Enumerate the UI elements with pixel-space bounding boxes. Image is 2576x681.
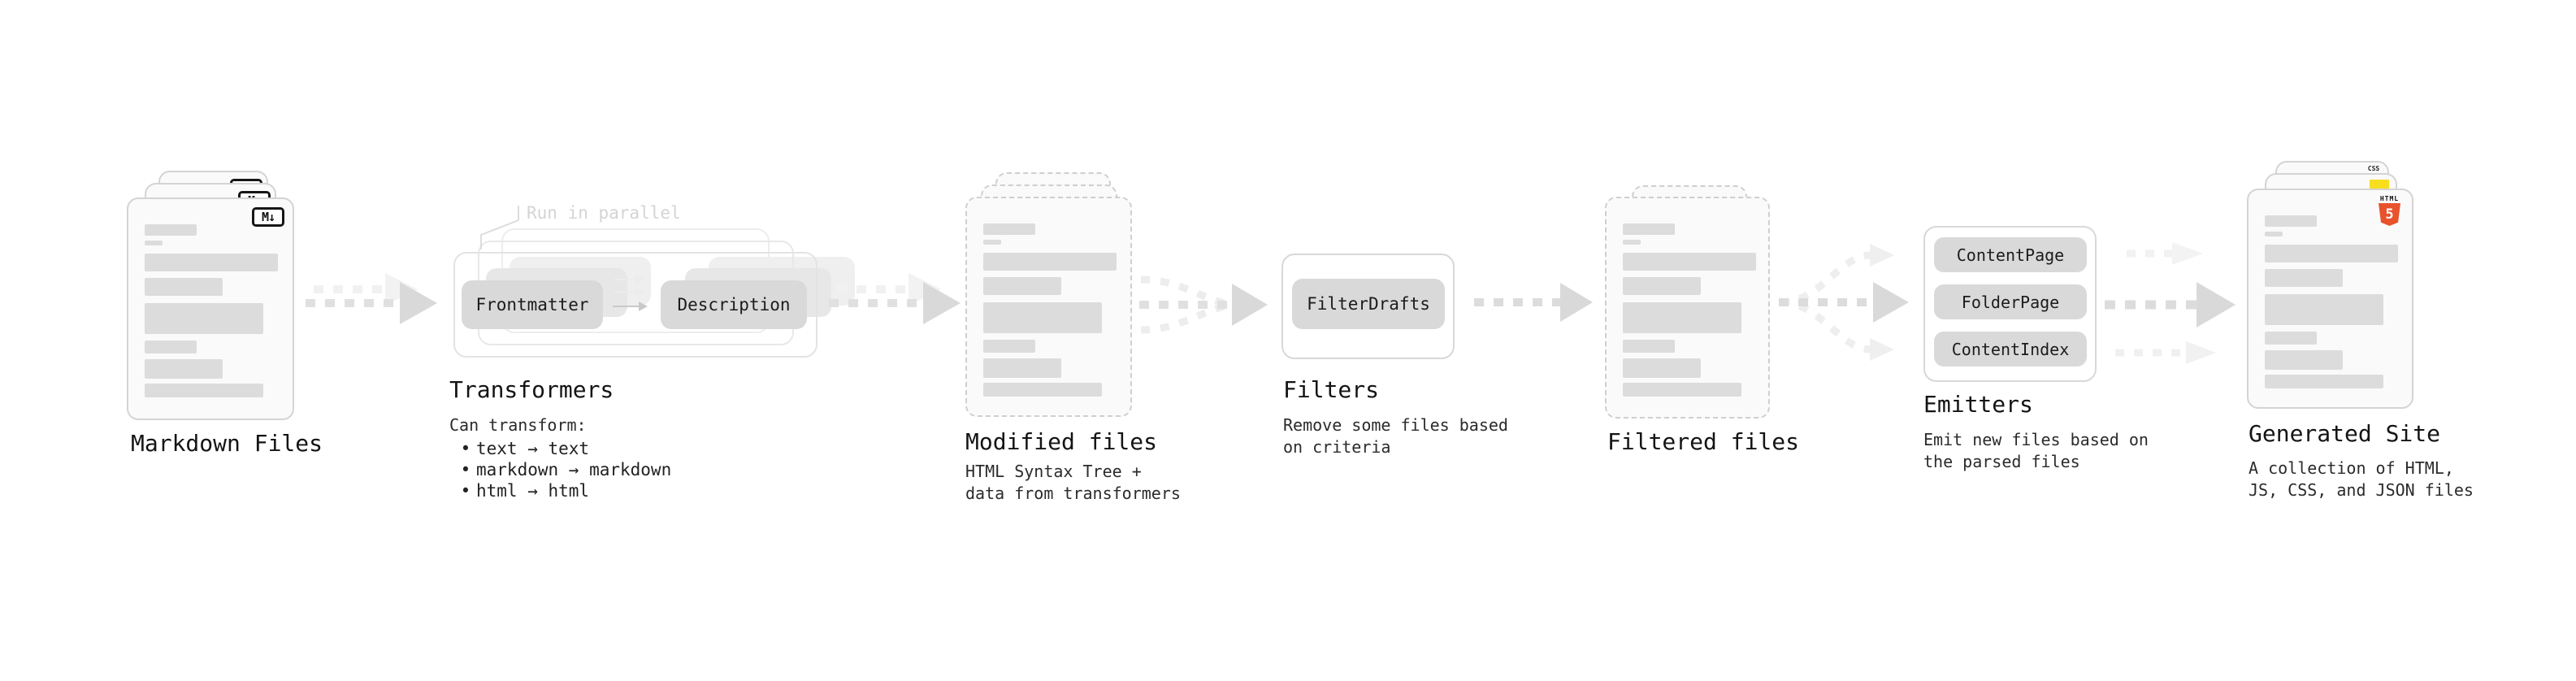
placeholder-line [2265, 245, 2398, 262]
placeholder-line [2265, 232, 2283, 236]
placeholder-line [2265, 215, 2317, 227]
placeholder-line [983, 240, 1001, 245]
generated-caption: A collection of HTML, JS, CSS, and JSON … [2249, 458, 2474, 500]
placeholder-line [1623, 277, 1701, 295]
filtered-file-card-front [1605, 197, 1770, 419]
markdown-icon: M↓ [252, 207, 284, 227]
emit-arrows-icon [2105, 242, 2236, 364]
placeholder-line [2265, 350, 2343, 370]
parallel-note: Run in parallel [527, 203, 681, 223]
modified-caption: HTML Syntax Tree + data from transformer… [965, 462, 1181, 503]
flow-arrow-icon [829, 273, 961, 324]
placeholder-line [983, 253, 1117, 271]
placeholder-line [2265, 294, 2383, 325]
transform-arrows-icon [613, 275, 648, 311]
bullet-icon: • [460, 460, 471, 479]
transformer-input-pill: Frontmatter [462, 280, 603, 329]
transformer-output-pill: Description [661, 280, 807, 329]
placeholder-line [983, 277, 1061, 295]
modified-file-card-front [965, 197, 1132, 417]
transform-item: • html → html [455, 480, 671, 501]
placeholder-line [1623, 340, 1675, 353]
placeholder-line [145, 303, 263, 334]
stage-label-emitters: Emitters [1923, 391, 2033, 418]
placeholder-line [983, 358, 1061, 378]
transform-item: • markdown → markdown [455, 459, 672, 480]
javascript-icon [2370, 180, 2389, 190]
transform-item: • text → text [455, 438, 671, 459]
converge-arrow-icon [1139, 275, 1268, 334]
generated-file-card-front: HTML 5 [2247, 189, 2413, 409]
stage-label-markdown-files: Markdown Files [131, 430, 323, 457]
placeholder-line [2265, 269, 2343, 287]
placeholder-line [1623, 240, 1641, 245]
stage-label-filtered-files: Filtered files [1607, 428, 1800, 455]
placeholder-line [983, 302, 1102, 333]
placeholder-line [1623, 383, 1741, 397]
placeholder-line [145, 384, 263, 397]
stage-label-modified-files: Modified files [965, 428, 1158, 455]
diverge-arrow-icon [1779, 244, 1909, 361]
placeholder-line [2265, 332, 2317, 345]
transform-item-text: text → text [476, 439, 590, 458]
flow-arrow-icon [1474, 283, 1593, 322]
emitters-caption: Emit new files based on the parsed files [1923, 430, 2149, 471]
callout-line [480, 206, 519, 249]
placeholder-line [983, 223, 1035, 235]
stage-label-generated-site: Generated Site [2249, 420, 2441, 447]
markdown-file-card-front: M↓ [127, 197, 294, 420]
placeholder-line [983, 340, 1035, 353]
transformers-caption: Can transform: [449, 415, 587, 435]
transform-list: • text → text • markdown → markdown • ht… [455, 438, 672, 501]
placeholder-line [1623, 358, 1701, 378]
filters-caption: Remove some files based on criteria [1283, 415, 1508, 457]
placeholder-line [145, 224, 197, 236]
emitter-pill-folder-page: FolderPage [1934, 284, 2087, 319]
bullet-icon: • [460, 439, 471, 458]
placeholder-line [145, 359, 223, 379]
placeholder-line [1623, 302, 1741, 333]
html5-icon: HTML 5 [2379, 195, 2400, 226]
transform-item-text: markdown → markdown [476, 460, 672, 479]
flow-arrow-icon [306, 273, 437, 324]
placeholder-line [145, 254, 278, 271]
bullet-icon: • [460, 481, 471, 501]
placeholder-line [983, 383, 1102, 397]
placeholder-line [1623, 223, 1675, 235]
emitter-pill-content-index: ContentIndex [1934, 332, 2087, 367]
transformer-layer-front [453, 252, 817, 358]
placeholder-line [145, 241, 163, 245]
filter-pill: FilterDrafts [1292, 279, 1445, 329]
placeholder-line [1623, 253, 1756, 271]
transform-item-text: html → html [476, 481, 590, 501]
stage-label-filters: Filters [1283, 376, 1380, 403]
stage-label-transformers: Transformers [449, 376, 614, 403]
placeholder-line [145, 278, 223, 296]
placeholder-line [145, 340, 197, 354]
emitter-pill-content-page: ContentPage [1934, 237, 2087, 272]
placeholder-line [2265, 375, 2383, 388]
